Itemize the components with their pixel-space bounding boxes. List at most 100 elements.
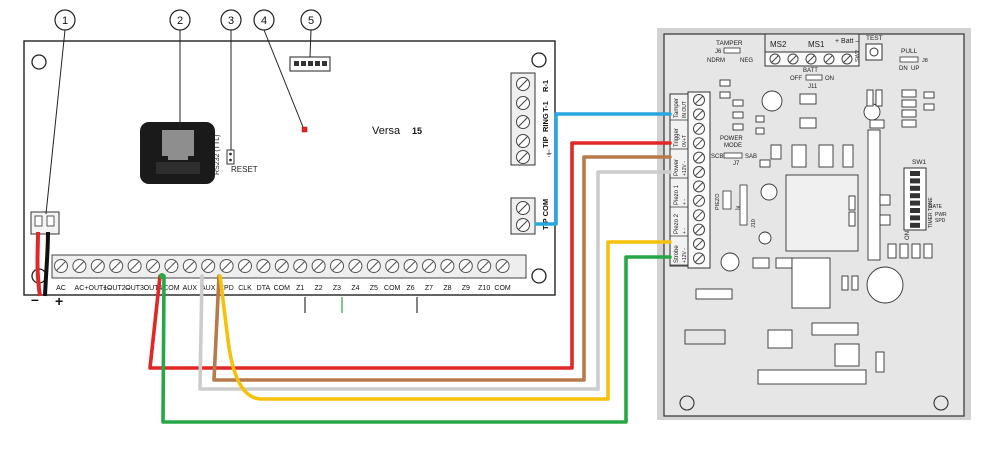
terminal-screw-slot [479, 261, 490, 271]
terminal-label: AUX [183, 285, 198, 292]
dip-switch-cell [910, 222, 920, 228]
terminal-label: Z5 [370, 285, 378, 292]
siren-terminal-slot [694, 225, 704, 234]
callouts: 1 2 3 4 5 [45, 9, 322, 215]
terminal-label: AC [75, 285, 85, 292]
terminal-label: Z4 [351, 285, 359, 292]
ground-icon: ⏚ [545, 149, 553, 158]
terminal-screw-slot [276, 261, 287, 271]
terminal-screws [54, 259, 510, 273]
terminal-screw-slot [313, 261, 324, 271]
terminal-label: COM [163, 285, 180, 292]
wire-yellow [218, 240, 672, 401]
pull-label: PULL [901, 48, 918, 55]
wires [148, 112, 672, 424]
siren-top-label: MS2 [770, 40, 787, 49]
dip-switch-cell [910, 200, 920, 206]
terminal-screw-slot [368, 261, 379, 271]
dip-cells [910, 171, 920, 228]
terminal-screw-slot [240, 261, 250, 271]
terminal-label: Z3 [333, 285, 341, 292]
power-connector [30, 211, 60, 297]
terminal-label: DTA [257, 285, 271, 292]
siren-group-label: Tamper [674, 98, 680, 118]
siren-terminal-slot [694, 182, 704, 191]
off-label: OFF [790, 76, 802, 82]
wire-green [161, 255, 672, 424]
terminal-label: OUT4 [144, 285, 163, 292]
expansion-connector [289, 56, 331, 72]
rs232-connector [226, 149, 235, 165]
dn-label: DN [899, 66, 908, 72]
alarm-panel-board: RS232 (TTL) RESET Versa 15 R-1 T-1 RING … [23, 40, 556, 313]
phone-terminal-label: TIP [541, 136, 550, 148]
siren-terminal-slot [694, 95, 704, 105]
tamper-j6: J6 [715, 49, 722, 55]
terminal-label: AC [56, 285, 66, 292]
batt-jumper [805, 74, 823, 81]
terminal-label: Z8 [443, 285, 451, 292]
siren-group-label: Strobe [674, 245, 680, 263]
terminal-label: COM [384, 285, 401, 292]
terminal-screw-slot [424, 261, 434, 271]
terminal-label: COM [274, 285, 291, 292]
siren-group-label: Trigger [674, 128, 680, 147]
siren-group-pins: IN OUT [682, 101, 688, 118]
siren-terminal-slot [694, 153, 704, 162]
sw1-side-label: PWR [935, 212, 947, 218]
rj-socket [140, 122, 215, 184]
mount-hole [531, 52, 547, 68]
dip-switch-cell [910, 208, 920, 213]
sw1-side-label: SPD [935, 218, 946, 224]
siren-group-pins: +12V - [682, 161, 688, 176]
siren-terminal-slot [694, 110, 704, 119]
terminal-label: AUX [201, 285, 216, 292]
j7-label: J7 [733, 161, 740, 167]
sw1-dip-switch [903, 167, 927, 231]
on-label: ON [825, 76, 834, 82]
mount-hole [531, 268, 547, 284]
callout-4-number: 4 [261, 15, 267, 27]
terminal-screw-slot [148, 261, 158, 271]
j11-label: J11 [808, 84, 818, 90]
callout-1-number: 1 [62, 15, 68, 27]
up-label: UP [911, 66, 919, 72]
siren-terminal-slot [694, 196, 704, 206]
siren-group-pins: + - [682, 228, 688, 234]
phone-terminal-label: T-1 [541, 101, 550, 112]
scb-label: SCB [711, 154, 723, 160]
panel-outline [23, 40, 556, 296]
siren-terminal-slot [694, 254, 704, 263]
terminal-screw-slot [350, 261, 361, 271]
siren-group-pins: + - [682, 199, 688, 205]
phone-terminal-label: RING [541, 113, 550, 132]
callout-5-number: 5 [308, 15, 314, 27]
wire-brown [212, 155, 672, 382]
siren-mount-hole [933, 395, 949, 411]
siren-group-label: Piezo 1 [674, 184, 680, 205]
terminal-screw-slot [129, 261, 140, 271]
callout-2-number: 2 [177, 15, 183, 27]
dip-switch-cell [910, 185, 920, 191]
terminal-screw-slot [460, 261, 471, 271]
panel-model: 15 [412, 126, 422, 136]
wire-red [148, 141, 672, 370]
siren-terminal-screws [693, 94, 705, 265]
terminal-screw-slot [405, 261, 416, 271]
piezo-label: PIEZO [715, 193, 721, 210]
test-button [865, 43, 883, 61]
led-indicator [301, 126, 308, 133]
siren-board: TAMPER J6 NDRM NEG MS2 MS1 + Batt – TEST… [657, 28, 971, 420]
phone-terminal-label: R-1 [541, 80, 550, 92]
sw1-side-label: TIMER TONE [928, 197, 934, 228]
tamper-title: TAMPER [716, 40, 743, 47]
siren-group-pins: +12V - [682, 248, 688, 263]
terminal-label: +OUT1– [84, 285, 111, 292]
panel-brand: Versa [372, 125, 401, 137]
terminal-screw-slot [92, 261, 103, 271]
sw1-on-label: ON [905, 231, 911, 240]
siren-terminal-slot [694, 124, 704, 134]
